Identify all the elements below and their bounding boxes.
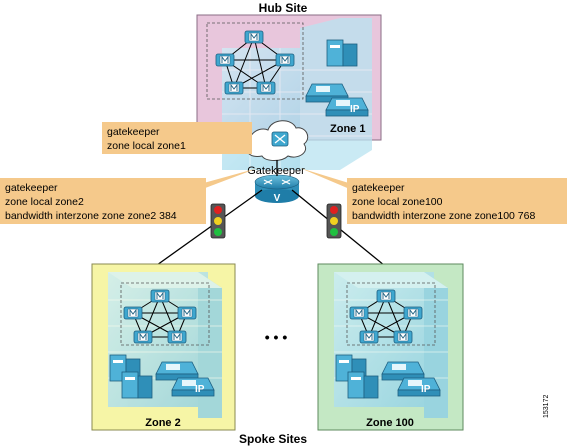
svg-text:bandwidth interzone zone zone2: bandwidth interzone zone zone2 384 xyxy=(5,210,177,222)
svg-text:bandwidth interzone zone zone1: bandwidth interzone zone zone100 768 xyxy=(352,210,535,222)
gatekeeper-label: Gatekeeper xyxy=(247,165,305,177)
figure-id: 153172 xyxy=(543,395,550,418)
svg-text:gatekeeper: gatekeeper xyxy=(5,182,58,194)
hub-site-title: Hub Site xyxy=(259,1,308,15)
zone2-ip-phone-icon: IP xyxy=(155,361,215,397)
gatekeeper-cloud-icon xyxy=(247,120,309,161)
svg-text:gatekeeper: gatekeeper xyxy=(107,126,160,138)
svg-text:gatekeeper: gatekeeper xyxy=(352,182,405,194)
spoke-sites-title: Spoke Sites xyxy=(239,432,307,446)
zone2-label: Zone 2 xyxy=(145,417,180,429)
traffic-light-left-icon xyxy=(210,203,226,239)
more-spokes-ellipsis: • • • xyxy=(265,329,288,345)
hub-callout: gatekeeper zone local zone1 xyxy=(102,122,252,154)
zone100-ip-phone-icon: IP xyxy=(381,361,441,397)
traffic-light-right-icon xyxy=(326,203,342,239)
svg-text:IP: IP xyxy=(350,104,360,115)
zone100-label: Zone 100 xyxy=(366,417,414,429)
hub-cluster-box xyxy=(206,22,304,100)
svg-text:IP: IP xyxy=(421,384,431,395)
svg-text:zone local zone100: zone local zone100 xyxy=(352,196,443,208)
hub-zone-label: Zone 1 xyxy=(330,123,365,135)
svg-text:zone local zone2: zone local zone2 xyxy=(5,196,84,208)
hub-server-icon xyxy=(326,39,358,67)
right-callout: gatekeeper zone local zone100 bandwidth … xyxy=(300,168,567,224)
left-callout: gatekeeper zone local zone2 bandwidth in… xyxy=(0,168,258,224)
svg-text:zone local zone1: zone local zone1 xyxy=(107,140,186,152)
hub-ip-phone-icon: IP xyxy=(305,83,369,117)
svg-text:IP: IP xyxy=(195,384,205,395)
voice-router-icon xyxy=(254,174,300,203)
router-v-label: V xyxy=(274,193,281,204)
